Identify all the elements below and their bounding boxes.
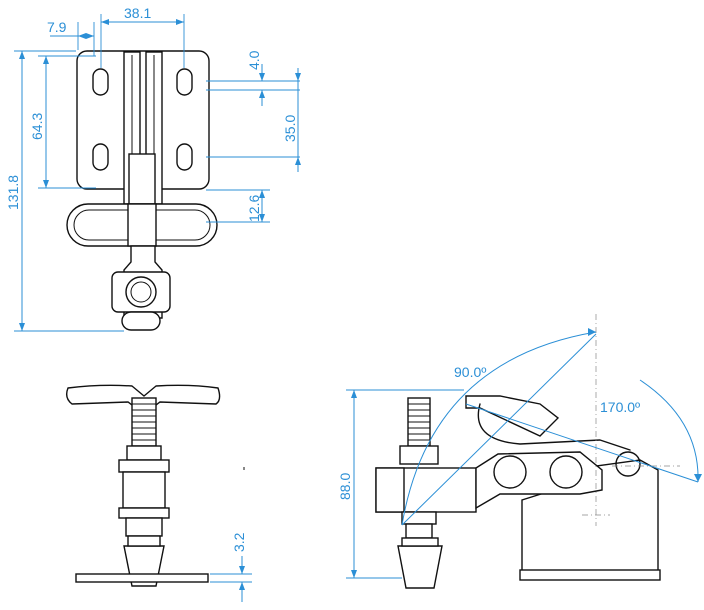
lever-link [475, 451, 603, 510]
base-flange [75, 573, 209, 583]
handle-grip-ghost [477, 403, 631, 451]
dim-open-angle: 90.0º [454, 364, 486, 380]
t-handle [65, 384, 221, 409]
pivot-block [128, 153, 156, 205]
dim-base-to-bar: 12.6 [246, 195, 262, 222]
pivot-hole [493, 455, 527, 489]
front-view: 3.2 [65, 384, 252, 602]
dim-hole-spacing-y: 64.3 [29, 113, 45, 140]
dim-slot-length: 4.0 [246, 50, 262, 70]
dim-hole-offset: 7.9 [47, 19, 67, 35]
pivot-hole [549, 455, 583, 489]
lock-nut [126, 445, 162, 461]
dim-hole-spacing-x: 38.1 [124, 5, 151, 21]
dim-spindle-clearance: 3.2 [231, 532, 247, 552]
mounting-slot [92, 68, 109, 96]
mounting-slot [92, 143, 109, 171]
side-view: 88.0 90.0º 170.0º [337, 314, 702, 589]
dim-side-height: 88.0 [337, 473, 353, 500]
pivot-hole [615, 451, 641, 477]
mounting-slot [176, 143, 193, 171]
mounting-slot [176, 68, 193, 96]
body-block [122, 471, 166, 509]
top-view: 7.9 38.1 131.8 64.3 4.0 [5, 5, 301, 332]
dim-slot-pitch: 35.0 [282, 115, 298, 142]
dim-overall-height: 131.8 [5, 175, 21, 210]
dim-handle-angle: 170.0º [600, 399, 640, 415]
spindle-tip [125, 276, 157, 308]
side-spindle-foot [397, 545, 443, 589]
